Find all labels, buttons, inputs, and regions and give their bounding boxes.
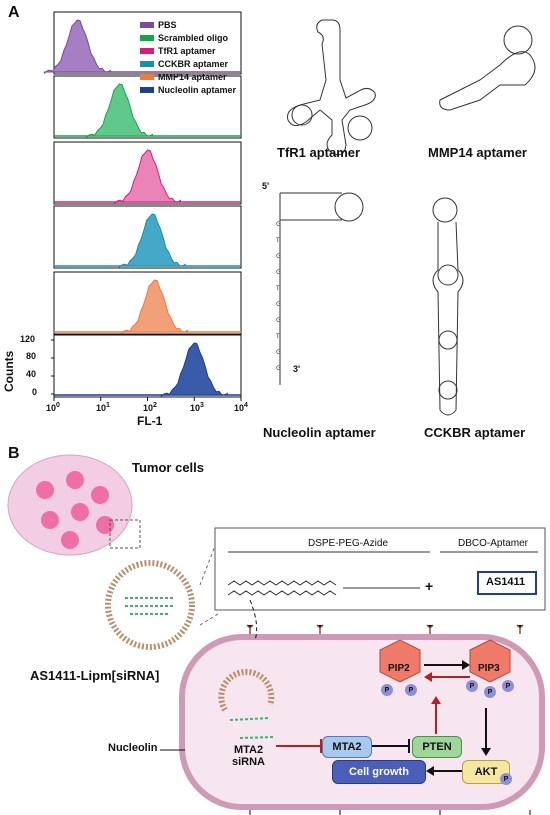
svg-text:T: T <box>275 333 280 340</box>
liposome <box>105 560 195 650</box>
mmp14-structure <box>439 25 536 111</box>
svg-text:G: G <box>276 269 281 276</box>
dspe-peg-azide-label: DSPE-PEG-Azide <box>308 538 389 549</box>
legend-label: PBS <box>158 20 177 30</box>
legend-swatch <box>140 61 154 67</box>
legend-label: CCKBR aptamer <box>158 59 229 69</box>
histogram-3 <box>118 213 186 269</box>
x-tick-label: 103 <box>190 402 204 413</box>
mechanism-schematic <box>7 454 546 815</box>
x-axis-label: FL-1 <box>137 414 163 428</box>
x-tick-label: 102 <box>143 402 157 413</box>
legend-swatch <box>140 22 154 28</box>
legend-label: Scrambled oligo <box>158 33 229 43</box>
x-tick-label: 104 <box>234 402 248 413</box>
panel-a-letter: A <box>8 4 20 21</box>
x-tick-label: 101 <box>96 402 110 413</box>
svg-text:G: G <box>276 365 281 372</box>
aptamer-structures: G G T G G T G G T G <box>275 19 536 416</box>
cckbr-structure <box>432 197 464 416</box>
y-tick-label: 120 <box>20 334 36 344</box>
liposome-label: AS1411-Lipm[siRNA] <box>30 668 160 683</box>
phosphate: P <box>484 686 496 698</box>
panel-b-letter: B <box>8 445 20 462</box>
tumor-cells-label: Tumor cells <box>132 460 205 475</box>
mmp14-label: MMP14 aptamer <box>428 145 527 160</box>
cell-growth-node: Cell growth <box>332 760 426 784</box>
mta2-node: MTA2 <box>322 736 372 758</box>
legend-label: Nucleolin aptamer <box>158 85 237 95</box>
legend-swatch <box>140 48 154 54</box>
legend-label: TfR1 aptamer <box>158 46 216 56</box>
pip2-label: PIP2 <box>388 663 410 674</box>
tumor-cell-cluster <box>7 454 133 556</box>
legend-label: MMP14 aptamer <box>158 72 227 82</box>
nucleolin-3prime: 3' <box>293 364 301 374</box>
svg-text:G: G <box>276 317 281 324</box>
cckbr-label: CCKBR aptamer <box>424 425 526 440</box>
tfr1-structure <box>287 19 376 156</box>
legend-swatch <box>140 35 154 41</box>
histogram-2 <box>114 149 181 205</box>
histogram-frame <box>53 205 242 269</box>
histogram-1 <box>85 83 153 139</box>
y-tick-label: 0 <box>32 387 38 397</box>
nucleolin-5prime: 5' <box>262 181 270 191</box>
pip3-label: PIP3 <box>478 663 500 674</box>
svg-text:T: T <box>275 285 280 292</box>
phosphate: P <box>502 680 514 692</box>
x-tick-label: 100 <box>46 402 60 413</box>
as1411-label: AS1411 <box>486 576 526 588</box>
mta2-sirna-label: MTA2 siRNA <box>232 744 266 768</box>
svg-text:G: G <box>276 253 281 260</box>
histogram-4 <box>120 279 189 335</box>
tfr1-label: TfR1 aptamer <box>277 145 361 160</box>
phosphate: P <box>405 684 417 696</box>
svg-text:G: G <box>276 301 281 308</box>
nucleolin-receptor-label: Nucleolin <box>108 742 158 754</box>
legend-swatch <box>140 87 154 93</box>
histogram-frame <box>53 141 242 205</box>
plus-sign: + <box>425 578 434 594</box>
phosphate: P <box>500 773 512 785</box>
nucleolin-label: Nucleolin aptamer <box>263 425 376 440</box>
y-tick-label: 40 <box>26 369 37 379</box>
histogram-frame <box>53 271 242 335</box>
dbco-aptamer-label: DBCO-Aptamer <box>458 538 529 549</box>
histogram-5 <box>160 342 228 398</box>
pten-node: PTEN <box>412 736 462 758</box>
svg-text:G: G <box>276 221 281 228</box>
histogram-0 <box>43 19 111 75</box>
y-axis-label: Counts <box>2 350 16 392</box>
nucleolin-structure <box>279 192 364 385</box>
svg-text:G: G <box>276 349 281 356</box>
phosphate: P <box>381 684 393 696</box>
legend-swatch <box>140 74 154 80</box>
phosphate: P <box>466 680 478 692</box>
svg-text:T: T <box>275 237 280 244</box>
y-tick-label: 80 <box>26 351 37 361</box>
